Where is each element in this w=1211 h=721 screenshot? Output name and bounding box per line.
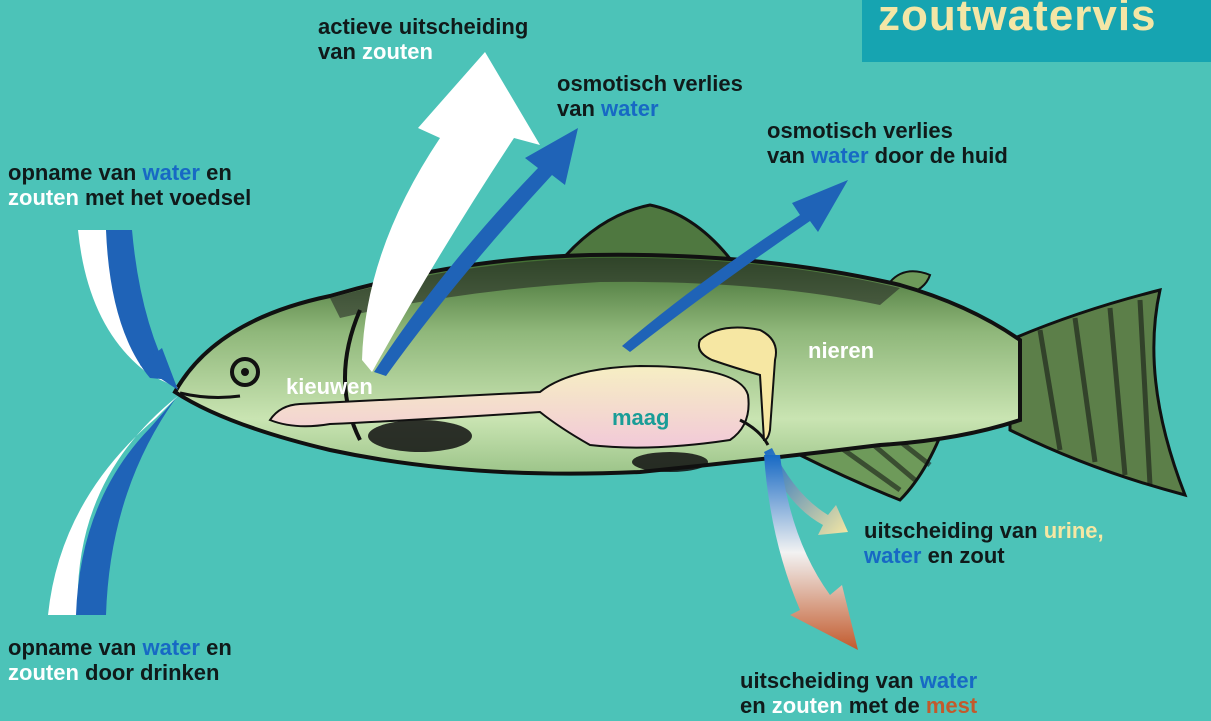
- tail-fin: [1010, 290, 1185, 495]
- label-intake-drinking: opname van water en zouten door drinken: [8, 635, 232, 685]
- label-urine-excretion: uitscheiding van urine, water en zout: [864, 518, 1104, 568]
- arrow-feces-excretion: [764, 455, 858, 650]
- organ-label-stomach: maag: [612, 405, 669, 431]
- label-intake-food: opname van water en zouten met het voeds…: [8, 160, 251, 210]
- diagram-title: zoutwatervis: [878, 0, 1157, 41]
- label-osmotic-loss: osmotisch verlies van water: [557, 71, 743, 121]
- label-active-excretion: actieve uitscheiding van zouten: [318, 14, 528, 64]
- label-osmotic-loss-skin: osmotisch verlies van water door de huid: [767, 118, 1008, 168]
- organ-label-kidneys: nieren: [808, 338, 874, 364]
- organ-label-gills: kieuwen: [286, 374, 373, 400]
- label-feces-excretion: uitscheiding van water en zouten met de …: [740, 668, 977, 718]
